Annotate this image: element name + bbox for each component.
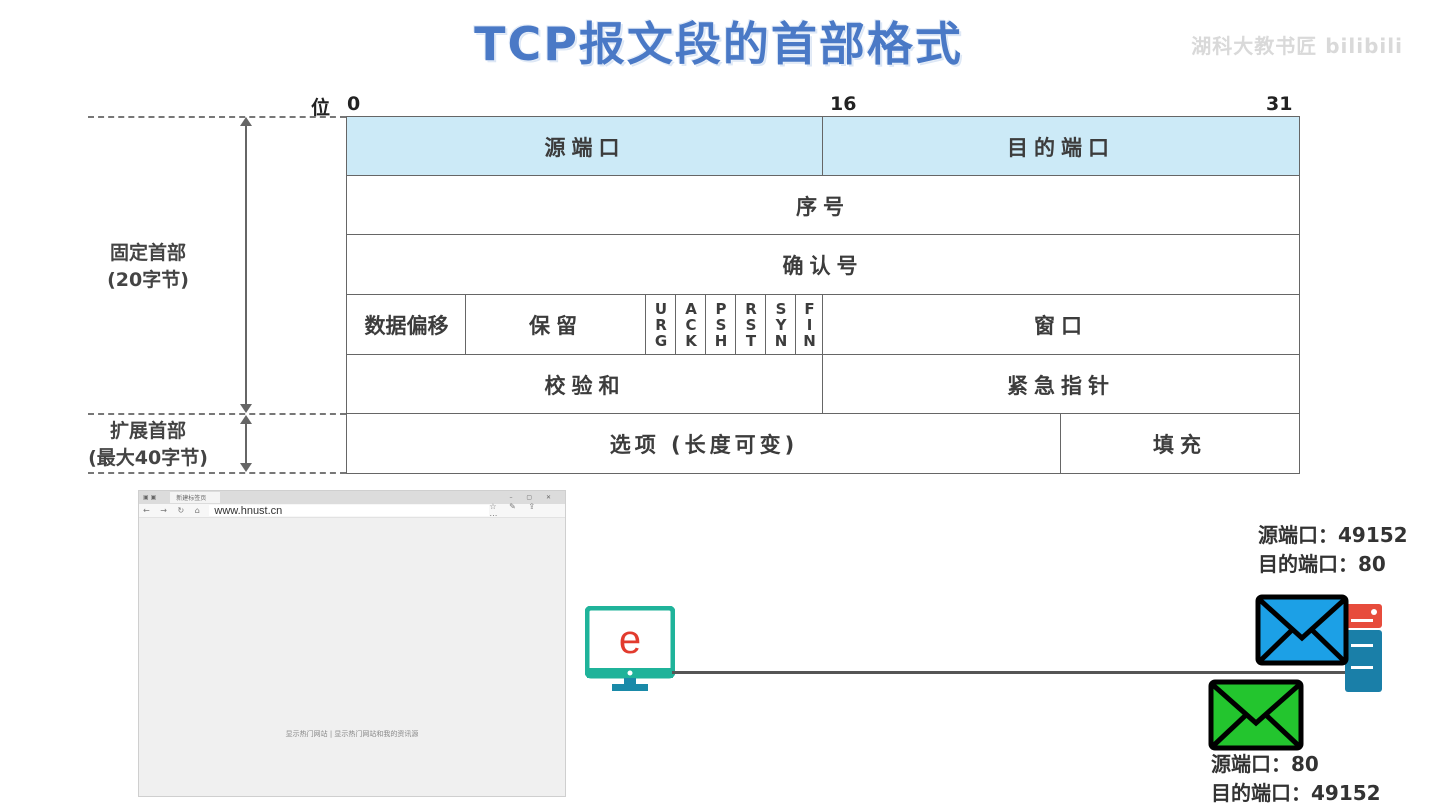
flag-syn-char: S	[775, 300, 787, 318]
browser-footer-text[interactable]: 显示热门网站 | 显示热门网站和我的资讯源	[285, 730, 419, 738]
fixed-span-line	[245, 124, 247, 406]
data-offset-field: 数据偏移	[346, 294, 467, 356]
network-link	[672, 671, 1362, 674]
flag-ack-char: C	[685, 316, 697, 334]
fixed-arrow-down-icon	[240, 404, 252, 413]
extended-header-label-line1: 扩展首部	[109, 420, 186, 442]
bit-label-0: 0	[347, 93, 361, 115]
flag-psh-char: H	[714, 332, 728, 350]
padding-field: 填充	[1060, 413, 1300, 474]
page-title: TCP报文段的首部格式	[474, 17, 963, 71]
urgent-pointer-field: 紧急指针	[822, 354, 1300, 415]
flag-rst-char: T	[745, 332, 757, 350]
ack-number-field: 确认号	[346, 234, 1300, 296]
browser-nav-icons[interactable]: ← → ↻ ⌂	[143, 506, 204, 515]
watermark: 湖科大教书匠 bilibili	[1191, 34, 1403, 58]
flag-rst-char: R	[745, 300, 757, 318]
browser-toolbar-icons[interactable]: ☆ ✎ ⇪ ⋯	[489, 501, 541, 520]
flag-ack-char: K	[685, 332, 697, 350]
fixed-header-top-guide	[88, 116, 346, 118]
flag-ack-char: A	[685, 300, 697, 318]
flag-psh-char: S	[715, 316, 727, 334]
incoming-segment-envelope-icon	[1208, 679, 1304, 751]
outgoing-segment-envelope-icon	[1255, 594, 1349, 666]
url-input[interactable]: www.hnust.cn	[209, 505, 490, 517]
fixed-header-label: 固定首部 (20字节)	[84, 240, 212, 294]
fixed-arrow-up-icon	[240, 117, 252, 126]
flag-psh-char: P	[715, 300, 727, 318]
extended-header-bottom-guide	[88, 472, 346, 474]
incoming-dst-port: 目的端口：49152	[1211, 781, 1381, 805]
incoming-src-port: 源端口：80	[1211, 752, 1319, 776]
browser-tab-icons: ▣ ▣	[143, 494, 157, 501]
fixed-extended-divider-guide	[88, 413, 346, 415]
outgoing-ports-label: 源端口：49152 目的端口：80	[1258, 521, 1408, 579]
fixed-header-label-line2: (20字节)	[107, 269, 189, 291]
flag-fin-char: F	[804, 300, 815, 318]
bit-label-16: 16	[830, 93, 857, 115]
incoming-ports-label: 源端口：80 目的端口：49152	[1211, 750, 1381, 805]
flag-urg-char: U	[654, 300, 668, 318]
flag-urg-char: G	[654, 332, 668, 350]
src-port-field: 源端口	[346, 116, 824, 177]
flag-urg-char: R	[655, 316, 667, 334]
extended-arrow-down-icon	[240, 463, 252, 472]
extended-span-line	[245, 422, 247, 464]
flag-rst-char: S	[745, 316, 757, 334]
dst-port-field: 目的端口	[822, 116, 1300, 177]
browser-window: ▣ ▣ 新建标签页 – ▢ ✕ ← → ↻ ⌂ www.hnust.cn ☆ ✎…	[138, 490, 566, 797]
sequence-number-field: 序号	[346, 175, 1300, 236]
server-icon	[1345, 604, 1382, 692]
flag-syn-char: N	[774, 332, 788, 350]
extended-arrow-up-icon	[240, 415, 252, 424]
outgoing-src-port: 源端口：49152	[1258, 523, 1408, 547]
checksum-field: 校验和	[346, 354, 824, 415]
fixed-header-label-line1: 固定首部	[109, 242, 186, 264]
window-field: 窗口	[822, 294, 1300, 356]
flag-fin-char: I	[806, 316, 813, 334]
browser-tab[interactable]: 新建标签页	[170, 492, 221, 503]
extended-header-label-line2: (最大40字节)	[88, 447, 208, 469]
reserved-field: 保留	[465, 294, 647, 356]
extended-header-label: 扩展首部 (最大40字节)	[80, 418, 216, 472]
monitor-icon: e	[585, 606, 675, 691]
browser-tab-bar: ▣ ▣ 新建标签页 – ▢ ✕	[139, 491, 565, 504]
bit-label-31: 31	[1266, 93, 1293, 115]
flag-fin-char: N	[803, 332, 816, 350]
browser-address-bar: ← → ↻ ⌂ www.hnust.cn ☆ ✎ ⇪ ⋯	[139, 501, 565, 520]
outgoing-dst-port: 目的端口：80	[1258, 552, 1386, 576]
browser-e-glyph: e	[619, 618, 641, 662]
browser-window-buttons[interactable]: – ▢ ✕	[509, 494, 557, 501]
options-field: 选项 (长度可变)	[346, 413, 1062, 474]
bit-label-prefix: 位	[311, 97, 331, 119]
flag-syn-char: Y	[775, 316, 787, 334]
